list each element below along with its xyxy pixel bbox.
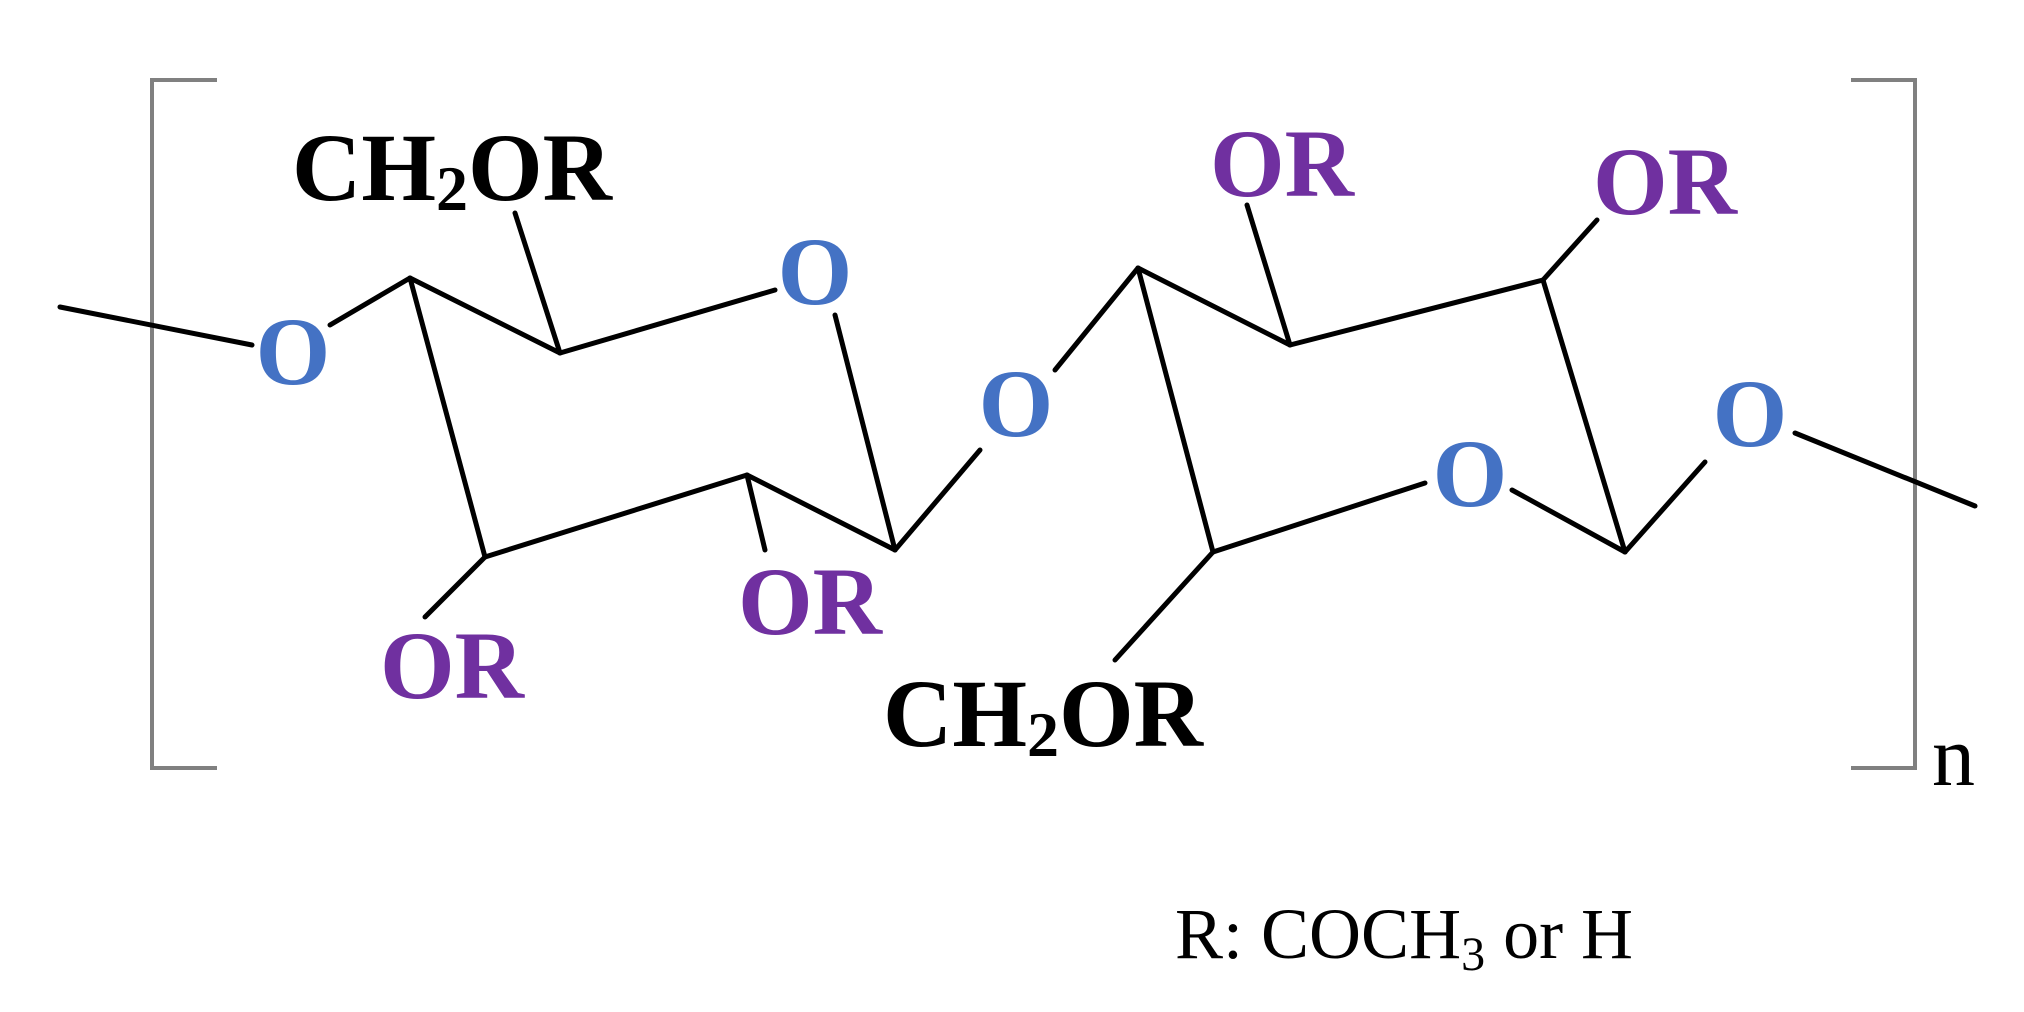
bond-c1-glycosidic-o (892, 447, 983, 553)
bond-c1b-ringo (1509, 487, 1628, 555)
bond-c5b-ch2or (1112, 549, 1216, 663)
legend-suffix: or H (1485, 894, 1633, 974)
bond-c1b-glycosidic-o (1622, 459, 1708, 555)
or-label-c3: OR (380, 612, 526, 719)
bond-c5-ringo (557, 287, 778, 356)
ring2-oxygen: O (1433, 420, 1508, 527)
ring1-oxygen: O (778, 218, 853, 325)
ch2or-label-bottom: CH2OR (883, 660, 1205, 770)
r-group-legend: R: COCH3 or H (1175, 894, 1633, 981)
bond-c5b-c4b (1135, 265, 1216, 555)
ch2or-bottom-sub: 2 (1027, 699, 1059, 770)
bond-c1-c2 (744, 472, 898, 553)
bond-glycosidic-o-c4b (1052, 265, 1141, 373)
bond-c2b-or (1540, 217, 1600, 283)
ch2or-bottom-base: CH (883, 660, 1027, 767)
bond-c3b-c2b (1287, 277, 1546, 348)
right-bracket (1851, 78, 1917, 770)
or-label-c2: OR (738, 548, 884, 655)
ch2or-top-sub: 2 (436, 153, 468, 224)
glycosidic-oxygen-right: O (1713, 360, 1788, 467)
ring-oxygens: O O O O O (256, 218, 1788, 527)
bond-c5-ch2or (512, 210, 563, 356)
or-label-c2b: OR (1593, 128, 1739, 235)
bond-c4b-c3b (1135, 265, 1293, 348)
legend-prefix: R: COCH (1175, 894, 1461, 974)
bond-chain-left (57, 304, 255, 348)
legend-sub: 3 (1461, 928, 1485, 981)
glycosidic-oxygen-middle: O (979, 350, 1054, 457)
bond-o-c4 (327, 275, 413, 328)
repeat-index-n: n (1932, 708, 1975, 804)
bond-c3b-or (1244, 202, 1293, 348)
bond-c4-c5 (407, 275, 563, 356)
bond-c2b-c1b (1540, 277, 1628, 555)
bond-ringo-c1 (832, 312, 898, 553)
or-substituents: OR OR OR OR (380, 110, 1739, 719)
glycosidic-oxygen-left: O (256, 298, 331, 405)
bonds (57, 202, 1978, 663)
bond-c3-c4 (407, 275, 488, 560)
bond-chain-right (1792, 430, 1978, 509)
bond-c2-c3 (482, 472, 750, 560)
ch2or-top-tail: OR (468, 114, 614, 221)
left-bracket (150, 78, 217, 770)
ch2or-top-base: CH (292, 114, 436, 221)
ch2or-label-top: CH2OR (292, 114, 614, 224)
ch2or-bottom-tail: OR (1059, 660, 1205, 767)
ch2or-groups: CH2OR CH2OR (292, 114, 1205, 770)
bond-c3-or (422, 554, 488, 620)
bond-ringo-c5b (1210, 480, 1428, 555)
repeat-brackets (150, 78, 1917, 770)
or-label-c3b: OR (1210, 110, 1356, 217)
bond-c2-or (744, 472, 768, 553)
